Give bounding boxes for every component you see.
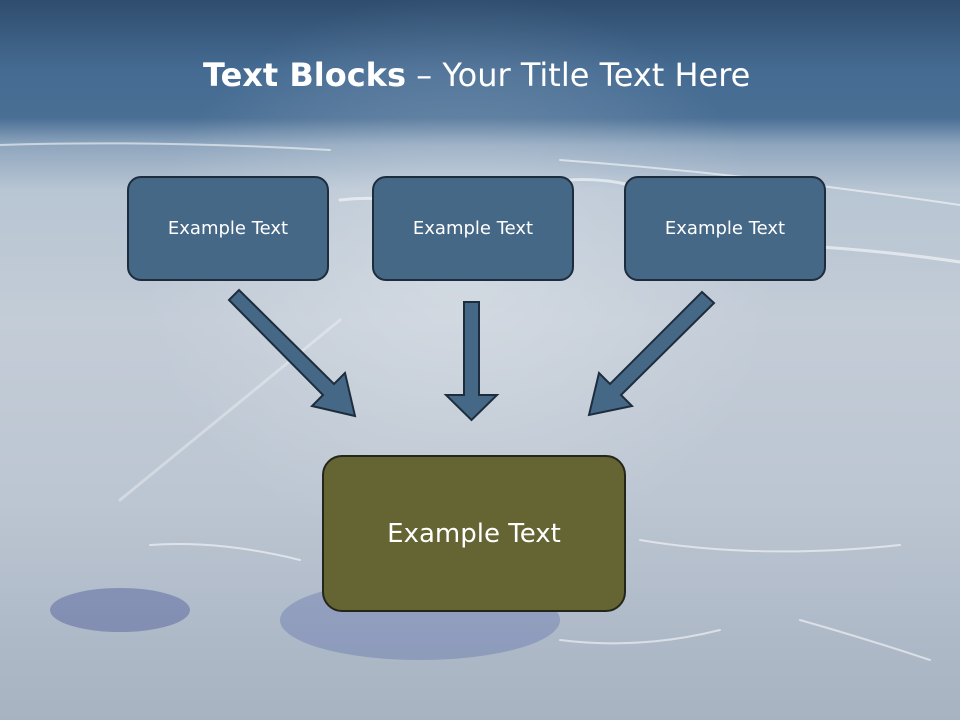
- arrow-down-icon: [443, 301, 500, 422]
- text-block-right[interactable]: Example Text: [624, 176, 826, 281]
- title-bold: Text Blocks: [203, 56, 406, 94]
- text-block-left-label: Example Text: [167, 218, 289, 239]
- slide-title: Text Blocks – Your Title Text Here: [203, 54, 750, 96]
- title-rest: – Your Title Text Here: [406, 56, 751, 94]
- text-block-result[interactable]: Example Text: [322, 455, 626, 612]
- arrow-down-right-icon: [227, 288, 357, 418]
- text-block-left[interactable]: Example Text: [127, 176, 329, 281]
- text-block-center[interactable]: Example Text: [372, 176, 574, 281]
- text-block-result-label: Example Text: [387, 518, 561, 549]
- text-block-center-label: Example Text: [412, 218, 534, 239]
- arrow-down-left-icon: [587, 290, 716, 417]
- text-block-right-label: Example Text: [664, 218, 786, 239]
